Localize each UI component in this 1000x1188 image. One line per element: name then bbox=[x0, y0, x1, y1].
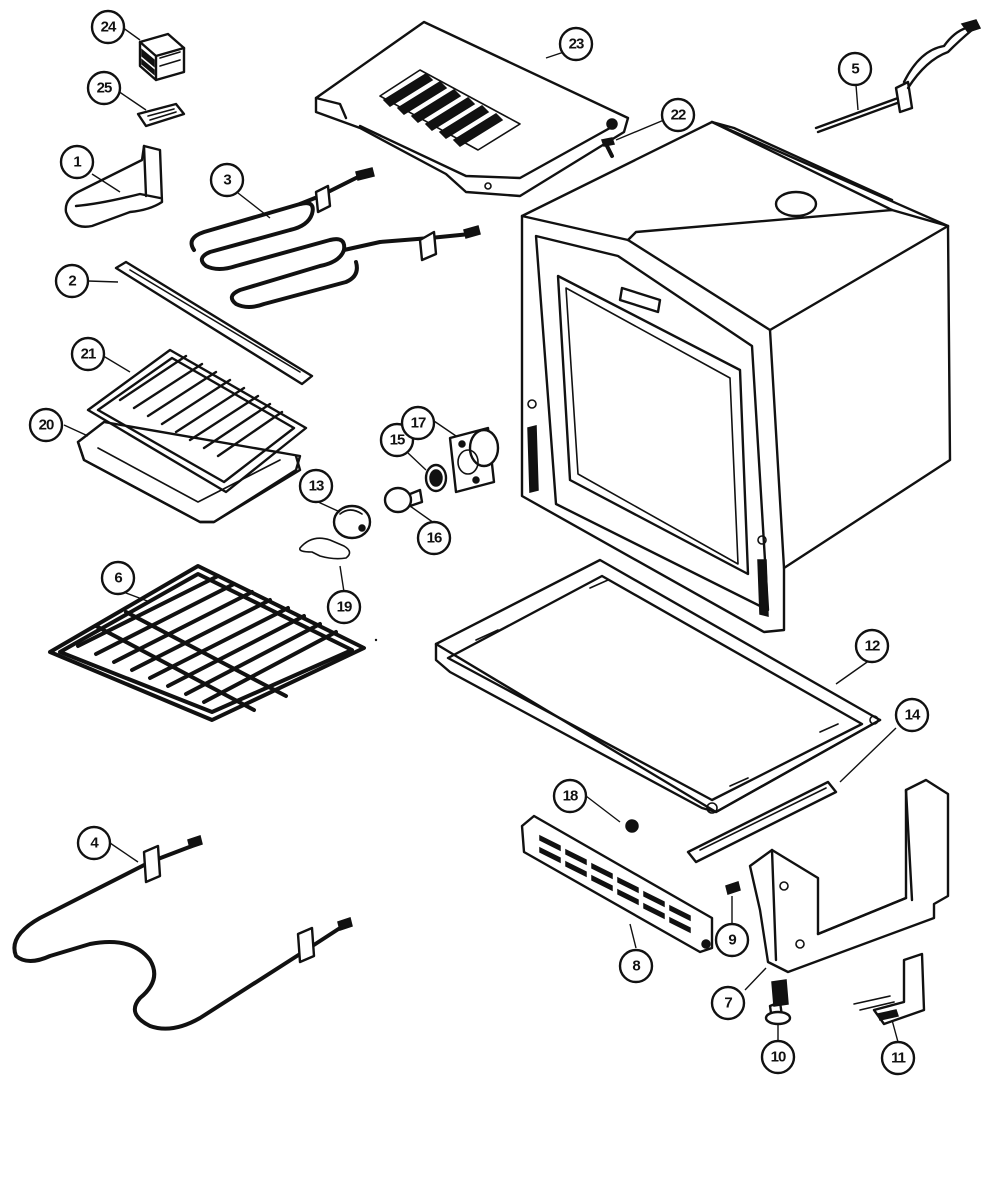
svg-text:7: 7 bbox=[724, 995, 732, 1012]
callout-6: 6 bbox=[100, 560, 136, 596]
part-22-screw bbox=[601, 137, 615, 158]
callout-14: 14 bbox=[894, 697, 930, 733]
callout-1: 1 bbox=[59, 144, 95, 180]
part-20-broil-pan bbox=[76, 420, 302, 524]
callout-8: 8 bbox=[618, 948, 654, 984]
callout-22: 22 bbox=[660, 97, 696, 133]
svg-text:8: 8 bbox=[632, 958, 640, 975]
part-23-broil-shield bbox=[314, 20, 630, 198]
part-16-lamp-bulb bbox=[383, 486, 424, 514]
callout-2: 2 bbox=[54, 263, 90, 299]
part-7-side-bracket bbox=[748, 778, 950, 974]
svg-text:2: 2 bbox=[68, 273, 76, 290]
svg-text:23: 23 bbox=[569, 36, 584, 53]
svg-text:16: 16 bbox=[427, 530, 442, 547]
part-2-strip bbox=[114, 260, 314, 386]
callout-17: 17 bbox=[400, 405, 436, 441]
leader-lines bbox=[63, 26, 899, 1043]
callout-12: 12 bbox=[854, 628, 890, 664]
callout-9: 9 bbox=[714, 922, 750, 958]
callout-23: 23 bbox=[558, 26, 594, 62]
callout-11: 11 bbox=[880, 1040, 916, 1076]
callout-10: 10 bbox=[760, 1039, 796, 1075]
part-11-anti-tip-bracket bbox=[853, 952, 926, 1026]
part-12-bottom-tray bbox=[434, 558, 882, 814]
callout-4: 4 bbox=[76, 825, 112, 861]
callout-3: 3 bbox=[209, 162, 245, 198]
part-10-leveling-leg bbox=[764, 979, 792, 1026]
svg-text:10: 10 bbox=[771, 1049, 786, 1066]
svg-text:3: 3 bbox=[223, 172, 231, 189]
svg-text:12: 12 bbox=[865, 638, 880, 655]
svg-text:17: 17 bbox=[411, 415, 426, 432]
svg-text:11: 11 bbox=[891, 1050, 906, 1067]
svg-text:13: 13 bbox=[309, 478, 324, 495]
part-13-lamp-cover bbox=[332, 504, 372, 540]
part-19-wire-clip bbox=[298, 537, 351, 560]
svg-text:24: 24 bbox=[101, 19, 117, 36]
svg-text:19: 19 bbox=[337, 599, 352, 616]
part-4-bake-element bbox=[12, 835, 353, 1031]
part-5-temperature-sensor bbox=[814, 19, 982, 134]
callout-19: 19 bbox=[326, 589, 362, 625]
svg-text:14: 14 bbox=[905, 707, 921, 724]
speck bbox=[374, 638, 378, 642]
callout-13: 13 bbox=[298, 468, 334, 504]
svg-text:25: 25 bbox=[97, 80, 112, 97]
svg-text:15: 15 bbox=[390, 432, 405, 449]
part-15-lamp-socket bbox=[424, 463, 448, 493]
part-3-element bbox=[189, 167, 481, 309]
callout-24: 24 bbox=[90, 9, 126, 45]
part-8-vent-panel bbox=[520, 814, 714, 954]
part-24-terminal-block bbox=[138, 32, 186, 82]
svg-text:21: 21 bbox=[81, 346, 96, 363]
part-18-nut bbox=[625, 819, 639, 833]
svg-text:1: 1 bbox=[73, 154, 81, 171]
oven-cavity bbox=[520, 120, 952, 634]
callout-7: 7 bbox=[710, 985, 746, 1021]
callout-15: 15 bbox=[379, 422, 415, 458]
part-9-screw bbox=[725, 881, 741, 895]
svg-text:20: 20 bbox=[39, 417, 54, 434]
svg-text:6: 6 bbox=[114, 570, 122, 587]
svg-text:18: 18 bbox=[563, 788, 578, 805]
part-25-plate bbox=[136, 102, 186, 128]
callout-18: 18 bbox=[552, 778, 588, 814]
callout-5: 5 bbox=[837, 51, 873, 87]
svg-text:9: 9 bbox=[728, 932, 736, 949]
callout-21: 21 bbox=[70, 336, 106, 372]
part-6-oven-rack bbox=[48, 564, 366, 722]
svg-text:4: 4 bbox=[90, 835, 99, 852]
part-1-bracket bbox=[64, 144, 164, 228]
part-17-lamp-receptacle bbox=[448, 426, 500, 494]
svg-text:5: 5 bbox=[851, 61, 859, 78]
callout-16: 16 bbox=[416, 520, 452, 556]
callout-25: 25 bbox=[86, 70, 122, 106]
part-14-strip bbox=[686, 780, 838, 864]
part-21-broil-grid bbox=[86, 348, 308, 494]
svg-text:22: 22 bbox=[671, 107, 686, 124]
callout-20: 20 bbox=[28, 407, 64, 443]
